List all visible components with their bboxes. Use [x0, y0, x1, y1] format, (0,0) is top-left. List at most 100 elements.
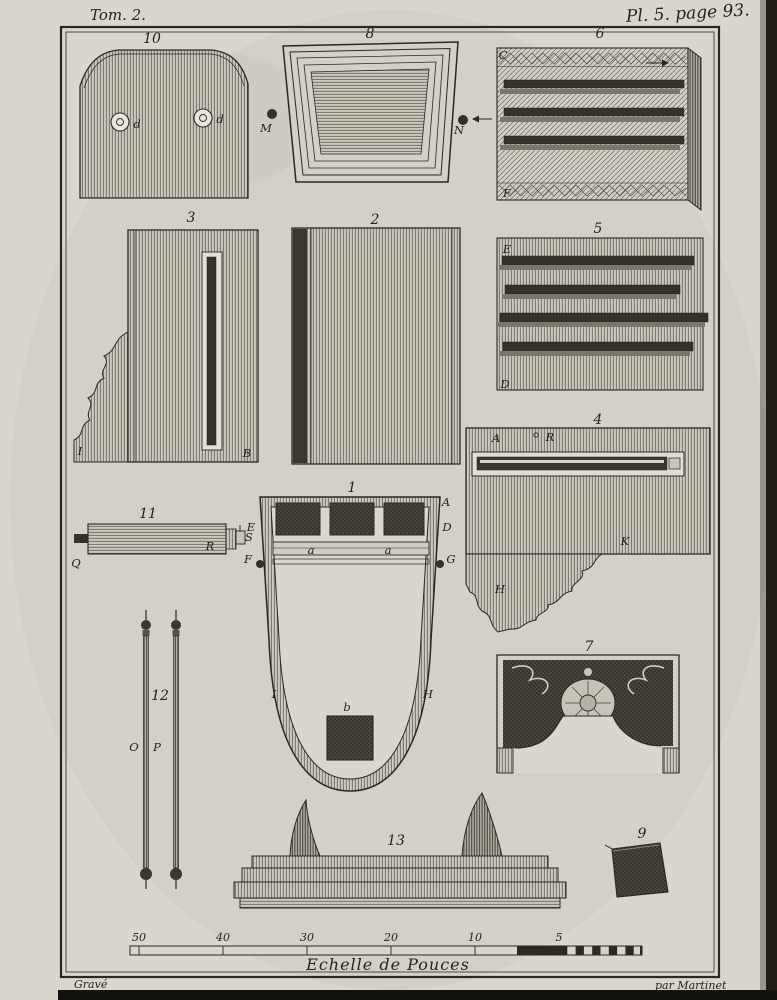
tome-label: Tom. 2. — [90, 6, 146, 24]
rod-left — [140, 610, 152, 889]
fig5-label-e: E — [502, 242, 512, 256]
figure-10: d d 10 — [79, 31, 249, 199]
fig3-label-i: I — [77, 444, 83, 458]
fig4-label-r: R — [545, 430, 555, 444]
fig12-label-o: O — [129, 740, 139, 754]
scale-of-inches: 50 40 30 20 10 5 Echelle de Pouces — [129, 931, 643, 974]
fig4-number: 4 — [593, 412, 603, 428]
shelf-1 — [500, 79, 685, 94]
fig6-number: 6 — [596, 26, 605, 42]
shelf-3 — [500, 135, 685, 150]
leg-left — [496, 747, 514, 774]
figure-6: C F 6 — [496, 26, 702, 212]
batten-4 — [500, 341, 694, 356]
scan-edge-right — [766, 0, 777, 1000]
fig12-label-p: P — [152, 740, 161, 754]
fin-left — [289, 798, 321, 857]
mortise-1 — [275, 502, 321, 536]
mascaron — [579, 694, 597, 712]
figure-4: A R K H 4 — [465, 412, 711, 633]
fig1-label-b: b — [343, 700, 350, 714]
fig3-label-b: B — [242, 446, 251, 460]
fig11-label-s: S — [245, 530, 253, 544]
arrow-to-n — [472, 115, 479, 123]
fig10-number: 10 — [143, 31, 161, 47]
fig1-label-f: F — [243, 552, 253, 566]
fig11-label-r: R — [205, 539, 215, 553]
fig2-number: 2 — [370, 212, 380, 228]
leg-right — [662, 747, 680, 774]
shelf-2 — [500, 107, 685, 122]
figure-3: I B 3 — [73, 210, 259, 463]
clip — [235, 530, 246, 545]
fig1-label-e: E — [246, 520, 256, 534]
scale-tick-40: 40 — [215, 931, 230, 944]
fig8-label-m: M — [259, 121, 273, 135]
scale-subdivisions — [559, 946, 642, 955]
fig1-label-a2: a — [385, 543, 392, 557]
mortise-2 — [329, 502, 375, 536]
hole-left — [110, 112, 130, 132]
plate-page-reference: Pl. 5. page 93. — [625, 0, 751, 26]
fig1-label-h: H — [422, 687, 434, 701]
scale-tick-50: 50 — [132, 931, 146, 944]
mortise-3 — [383, 502, 425, 536]
scan-edge-bottom — [58, 990, 777, 1000]
scale-tick-20: 20 — [383, 931, 398, 944]
scan-edge-shadow — [760, 0, 766, 1000]
scale-tick-5: 5 — [556, 931, 563, 944]
plate-outer-frame — [59, 25, 721, 979]
knob-n — [458, 115, 468, 125]
figure-5: E D 5 — [496, 221, 709, 391]
fig1-number: 1 — [348, 480, 357, 496]
fig1-label-g: G — [446, 552, 455, 566]
fig1-label-d: D — [441, 520, 451, 534]
fig10-label-d2: d — [216, 112, 223, 126]
scale-half-segment — [517, 946, 559, 955]
knob-m — [267, 109, 277, 119]
fig7-number: 7 — [585, 639, 594, 655]
fig4-label-a: A — [491, 431, 500, 445]
scale-tick-30: 30 — [300, 931, 314, 944]
fig5-number: 5 — [594, 221, 603, 237]
fig1-label-a-corner: A — [441, 495, 450, 509]
rod-right — [170, 610, 182, 889]
batten-1 — [499, 255, 695, 270]
dark-block — [611, 842, 669, 898]
figure-13: 13 — [233, 792, 567, 909]
figure-1: A E D F G a a I H b 1 — [243, 480, 456, 792]
hole-right — [193, 108, 213, 128]
scale-title: Echelle de Pouces — [305, 955, 470, 974]
fig3-number: 3 — [187, 210, 196, 226]
fig11-number: 11 — [139, 506, 157, 522]
batten-3 — [497, 312, 709, 327]
dark-square-b — [326, 715, 374, 761]
figure-2: 2 — [291, 212, 461, 465]
figure-12: O P 12 — [129, 610, 182, 889]
figure-9: 9 — [604, 826, 669, 898]
plate-inner-frame — [65, 31, 715, 973]
engraver-credit-right: par Martinet — [655, 979, 727, 992]
fig12-number: 12 — [151, 688, 169, 704]
figure-11: Q R S 11 — [71, 506, 253, 570]
fig4-label-h: H — [494, 582, 506, 596]
fig1-label-a1: a — [308, 543, 315, 557]
fin-right — [461, 792, 503, 857]
scroll-left — [511, 665, 549, 695]
rail — [272, 541, 430, 556]
peg-left — [74, 534, 88, 543]
knob-g — [436, 560, 444, 568]
fig10-label-d1: d — [133, 117, 140, 131]
fig9-number: 9 — [638, 826, 647, 842]
fig5-label-d: D — [499, 377, 509, 391]
fig6-label-f: F — [502, 186, 512, 200]
fig13-number: 13 — [387, 833, 405, 849]
fig8-label-n: N — [453, 123, 465, 137]
fig11-label-q: Q — [71, 556, 81, 570]
fig4-label-k: K — [620, 534, 631, 548]
scale-tick-10: 10 — [468, 931, 482, 944]
fig1-label-i: I — [271, 687, 277, 701]
batten-2 — [502, 284, 681, 299]
